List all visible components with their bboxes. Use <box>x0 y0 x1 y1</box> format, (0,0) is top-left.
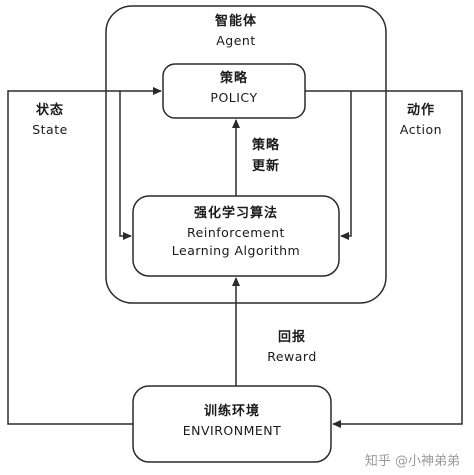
policy-label: 策略 POLICY <box>163 71 305 106</box>
state-label-zh: 状态 <box>35 103 64 118</box>
state-arrow <box>7 87 162 425</box>
policy-label-en: POLICY <box>210 90 258 106</box>
agent-label-zh: 智能体 <box>214 14 257 29</box>
agent-label: 智能体 Agent <box>186 14 286 49</box>
rl-algorithm-label-en2: Learning Algorithm <box>171 242 301 258</box>
environment-label: 训练环境 ENVIRONMENT <box>133 404 331 439</box>
environment-label-en: ENVIRONMENT <box>182 423 282 439</box>
state-label: 状态 State <box>20 103 80 138</box>
agent-container <box>105 5 387 304</box>
rl-algorithm-label-en1: Reinforcement <box>187 225 285 241</box>
environment-label-zh: 训练环境 <box>203 404 260 419</box>
rl-algorithm-label: 强化学习算法 Reinforcement Learning Algorithm <box>133 206 339 259</box>
reward-label-zh: 回报 <box>277 330 306 345</box>
state-label-en: State <box>32 122 68 138</box>
watermark: 知乎 @小神弟弟 <box>364 454 460 469</box>
action-arrow <box>305 90 463 428</box>
policy-update-line2: 更新 <box>252 158 281 174</box>
rl-algorithm-label-zh: 强化学习算法 <box>193 206 278 221</box>
action-label-zh: 动作 <box>406 103 435 118</box>
reward-label: 回报 Reward <box>262 330 322 365</box>
action-label: 动作 Action <box>388 103 454 138</box>
agent-label-en: Agent <box>216 33 256 49</box>
policy-update-label: 策略 更新 <box>252 136 292 178</box>
action-to-algorithm-arrow <box>340 91 352 240</box>
state-to-algorithm-arrow <box>119 91 132 240</box>
action-label-en: Action <box>399 122 443 138</box>
policy-label-zh: 策略 <box>219 71 248 86</box>
reward-label-en: Reward <box>267 349 317 365</box>
policy-update-line1: 策略 <box>252 138 281 153</box>
